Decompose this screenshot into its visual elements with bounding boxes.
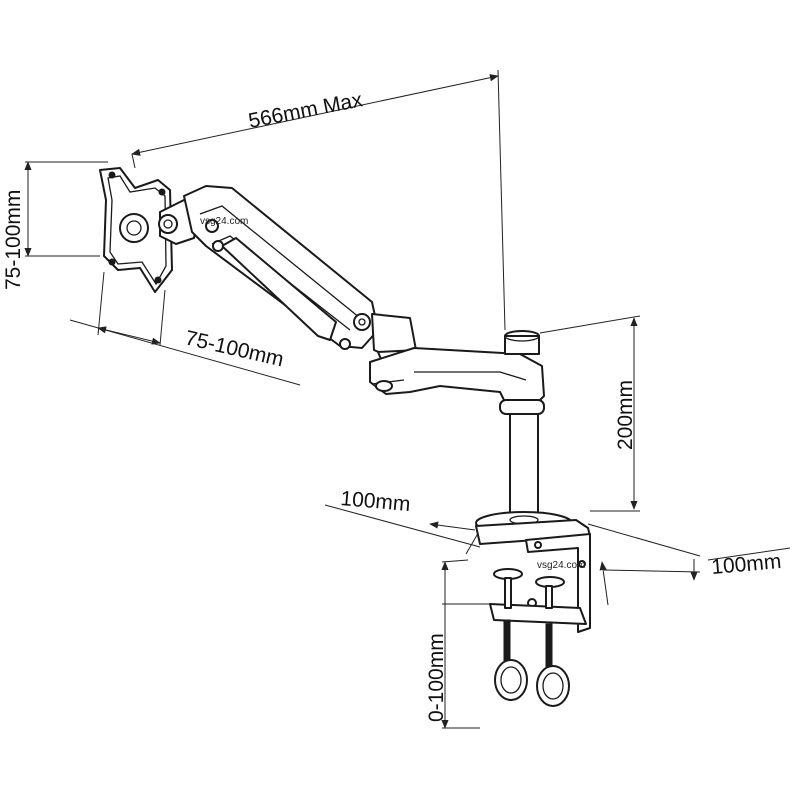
clamp-range-label: 0-100mm [425, 633, 448, 722]
gas-spring-arm [183, 185, 379, 350]
watermark-arm: vsg24.com [200, 216, 248, 227]
reach-label: 566mm Max [247, 88, 365, 133]
desk-clamp [475, 511, 591, 707]
vesa-horizontal-label: 75-100mm [183, 326, 286, 371]
dimension-lines [24, 69, 791, 729]
vesa-plate [99, 167, 173, 293]
vesa-vertical-label: 75-100mm [2, 190, 25, 290]
watermark-clamp: vsg24.com [537, 560, 585, 571]
base-depth-right-label: 100mm [710, 550, 782, 579]
pole-height-label: 200mm [614, 380, 637, 450]
